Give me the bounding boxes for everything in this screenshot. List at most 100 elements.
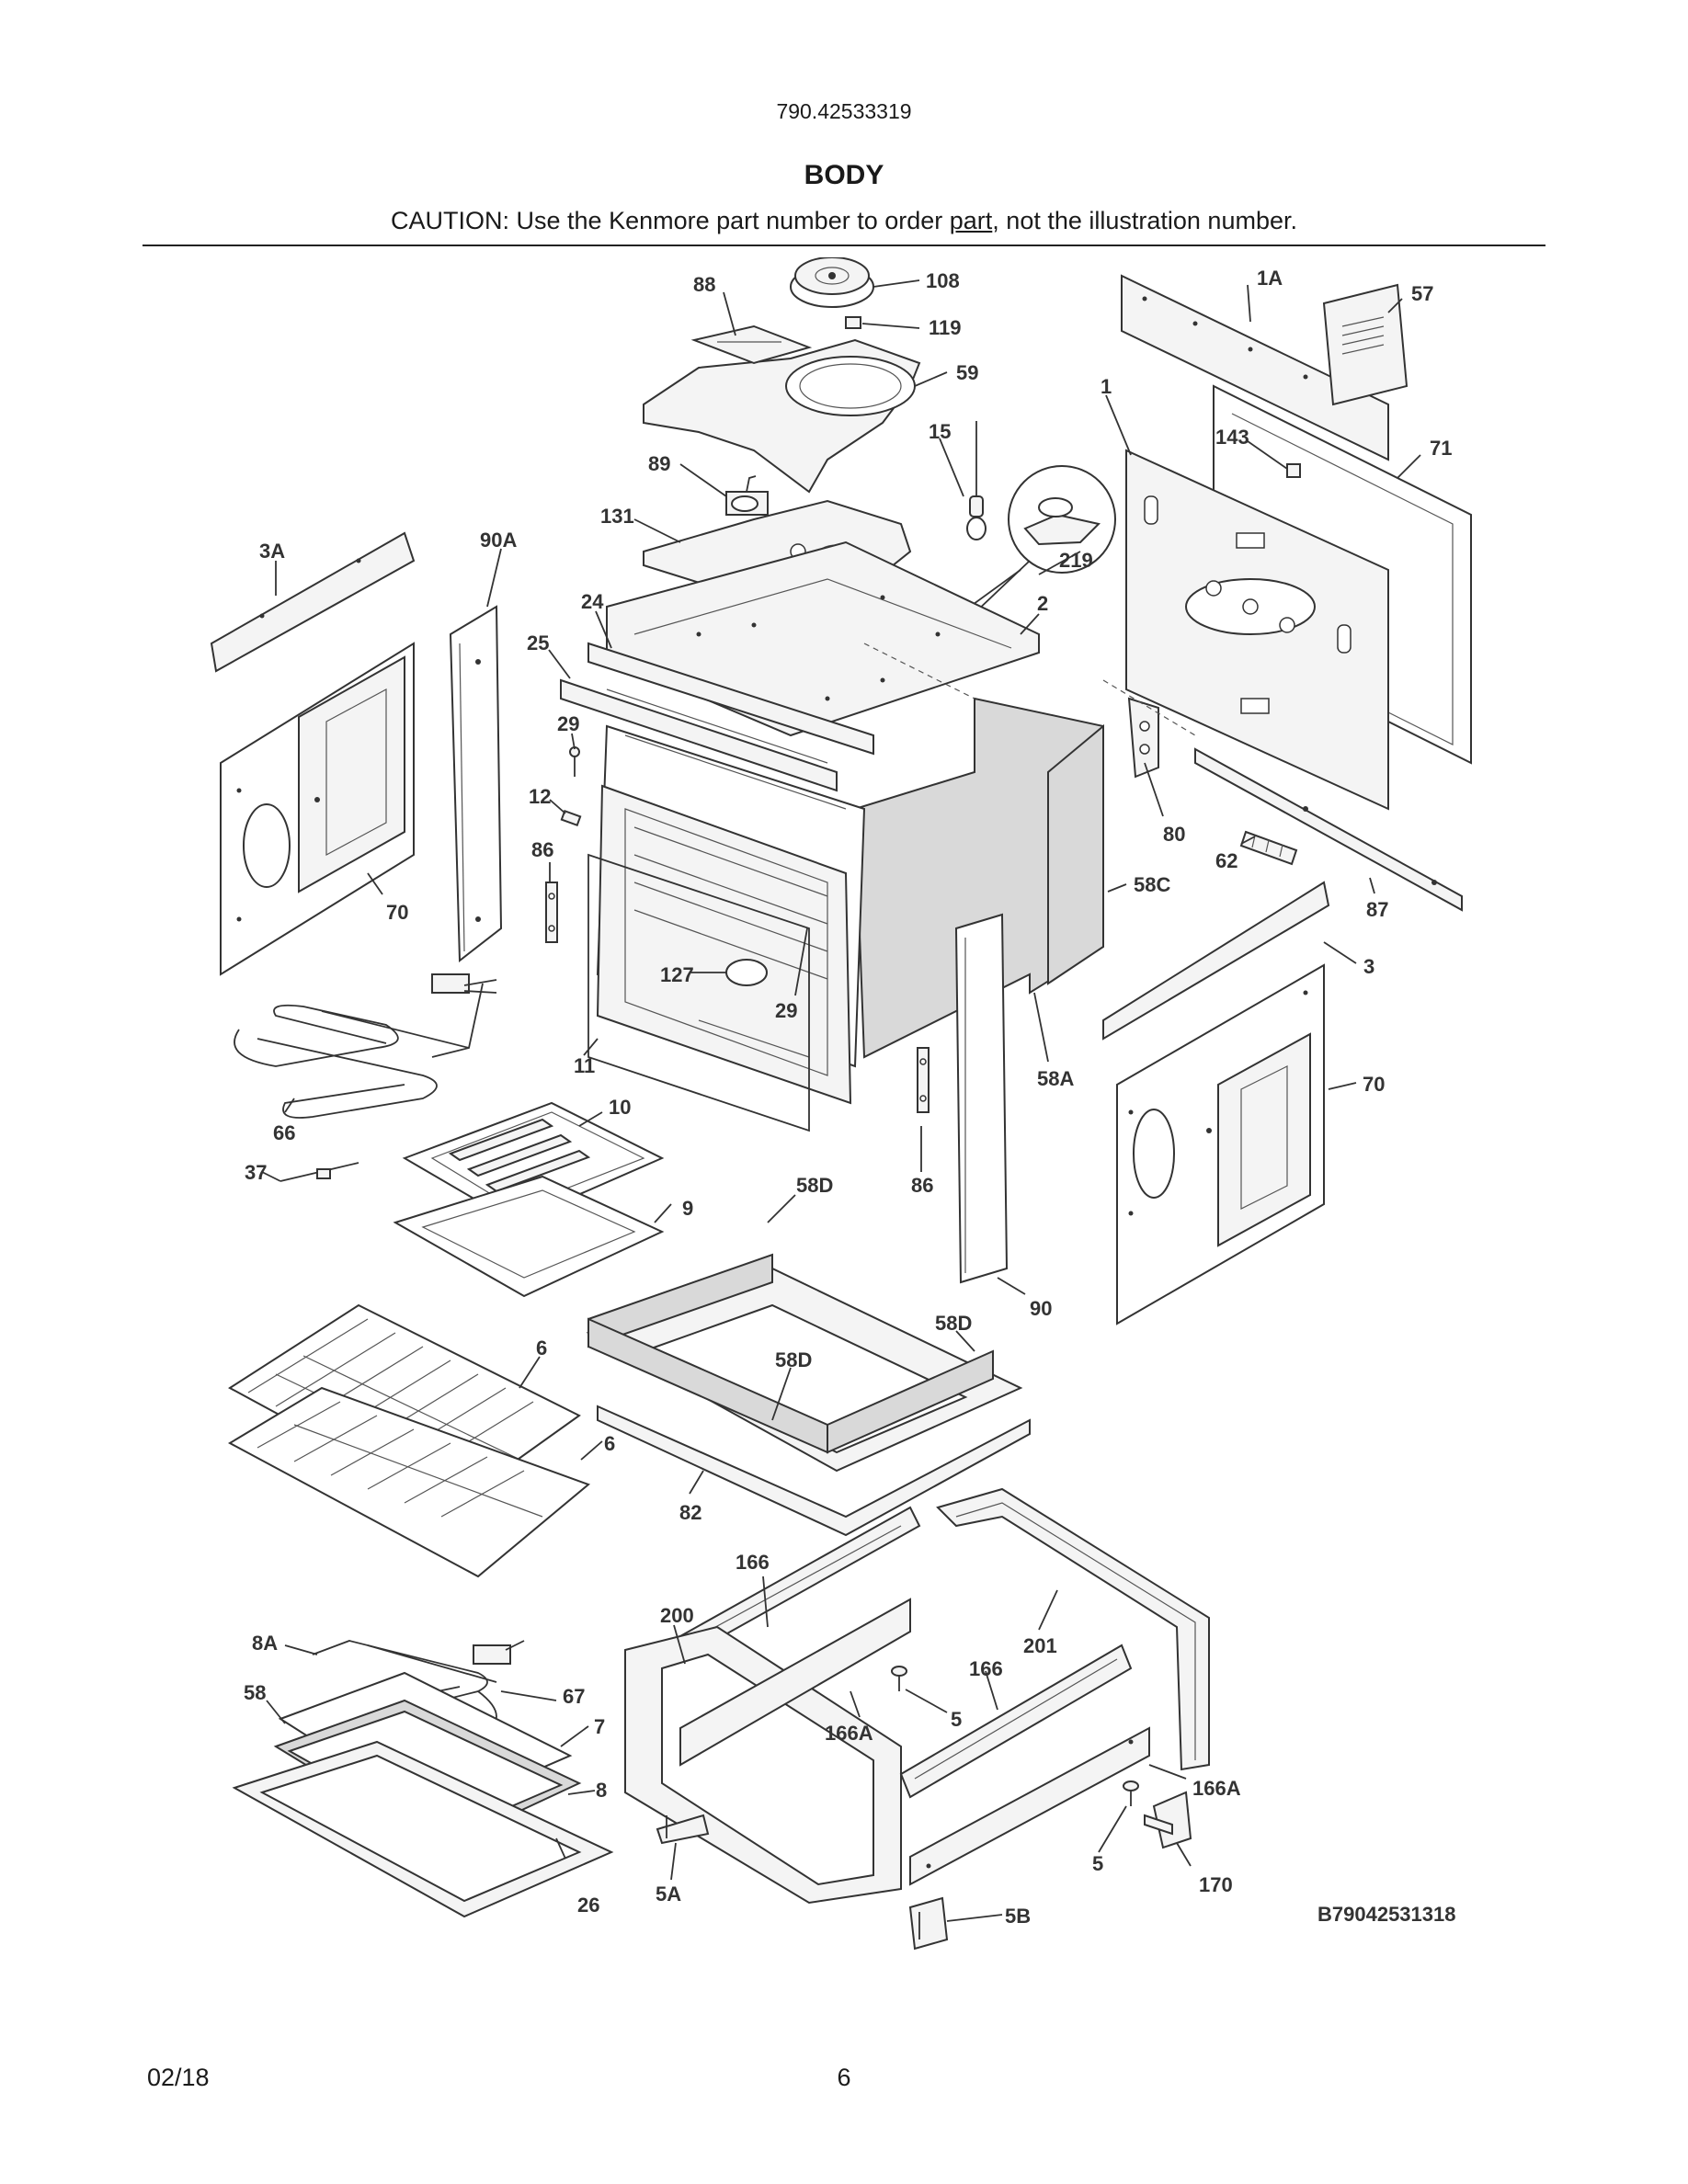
label-58d-center: 58D	[775, 1348, 812, 1371]
label-58a: 58A	[1037, 1067, 1074, 1090]
page-number: 6	[837, 2064, 851, 2091]
label-90: 90	[1030, 1297, 1052, 1320]
label-58d-right: 58D	[935, 1312, 972, 1335]
label-88: 88	[693, 273, 715, 296]
label-9: 9	[682, 1197, 693, 1220]
label-6-upper: 6	[536, 1337, 547, 1359]
broiler-pan-insert	[402, 1101, 665, 1224]
label-37: 37	[245, 1161, 267, 1184]
label-166a-right: 166A	[1192, 1777, 1241, 1800]
label-70-right: 70	[1363, 1073, 1385, 1096]
section-title: BODY	[804, 160, 884, 190]
label-67: 67	[563, 1685, 585, 1708]
label-25: 25	[527, 631, 549, 654]
front-trim-right	[954, 913, 1009, 1284]
broil-element	[234, 973, 497, 1119]
header-rule	[143, 245, 1545, 246]
label-3a: 3A	[259, 540, 285, 563]
label-58c: 58C	[1134, 873, 1170, 896]
base-frame-201	[936, 1487, 1210, 1771]
rear-panel-assembly	[1121, 274, 1472, 811]
label-219: 219	[1059, 549, 1093, 572]
label-70-left: 70	[386, 901, 408, 924]
rear-rail	[1194, 747, 1463, 912]
base-rail-166-right	[899, 1644, 1133, 1799]
label-5a: 5A	[656, 1883, 681, 1905]
bracket	[1127, 697, 1159, 779]
right-side-panel	[1102, 881, 1330, 1325]
insulation-strip-front	[587, 1253, 994, 1454]
thermostat	[725, 475, 769, 516]
label-12: 12	[529, 785, 551, 808]
label-2: 2	[1037, 592, 1048, 615]
label-82: 82	[679, 1501, 701, 1524]
label-5b: 5B	[1005, 1905, 1031, 1928]
label-66: 66	[273, 1121, 295, 1144]
oven-cavity	[596, 697, 1104, 1105]
label-166-right: 166	[969, 1657, 1003, 1680]
convection-fan-motor	[790, 257, 874, 329]
label-10: 10	[609, 1096, 631, 1119]
model-number: 790.42533319	[776, 99, 912, 123]
leveling-leg	[891, 1666, 907, 1691]
front-trim-left	[449, 605, 503, 963]
hinge-receiver-left	[545, 882, 558, 943]
vent-channel	[560, 642, 874, 792]
label-80: 80	[1163, 823, 1185, 846]
oven-sensor	[279, 1162, 359, 1182]
label-131: 131	[600, 505, 634, 528]
label-200: 200	[660, 1604, 694, 1627]
label-58d-top: 58D	[796, 1174, 833, 1197]
label-3: 3	[1363, 955, 1374, 978]
label-170: 170	[1199, 1873, 1233, 1896]
hinge-receiver-right	[917, 1047, 930, 1113]
label-87: 87	[1366, 898, 1388, 921]
base-frame-200	[624, 1598, 911, 1905]
cavity-sensor-clip	[560, 809, 582, 827]
caution-suffix: , not the illustration number.	[992, 207, 1297, 234]
label-166-top: 166	[736, 1551, 770, 1574]
door-gasket	[587, 853, 810, 1132]
caution-prefix: CAUTION: Use the Kenmore part number to …	[391, 207, 950, 234]
terminal-block	[1239, 830, 1298, 866]
part-labels: 108 88 119 59 1A 57 15 89 1 143 71 131 2…	[244, 267, 1452, 1928]
label-58: 58	[244, 1681, 266, 1704]
caution-note: CAUTION: Use the Kenmore part number to …	[0, 207, 1688, 235]
leader-lines	[261, 279, 1421, 1922]
label-5-lower: 5	[1092, 1852, 1103, 1875]
label-15: 15	[929, 420, 951, 443]
label-6-lower: 6	[604, 1432, 615, 1455]
exploded-parts-diagram: 108 88 119 59 1A 57 15 89 1 143 71 131 2…	[210, 257, 1472, 1951]
label-57: 57	[1411, 282, 1433, 305]
label-5-upper: 5	[951, 1708, 962, 1731]
label-86-right: 86	[911, 1174, 933, 1197]
foot-5b	[908, 1896, 949, 1951]
label-11: 11	[574, 1054, 595, 1077]
oven-rack-lower	[227, 1386, 590, 1578]
label-26: 26	[577, 1894, 599, 1917]
label-127: 127	[660, 963, 694, 986]
label-86-left: 86	[531, 838, 553, 861]
label-201: 201	[1023, 1634, 1057, 1657]
label-29-center: 29	[775, 999, 797, 1022]
oven-light	[966, 421, 987, 540]
label-8: 8	[596, 1779, 607, 1802]
label-62: 62	[1215, 849, 1237, 872]
label-7: 7	[594, 1715, 605, 1738]
label-89: 89	[648, 452, 670, 475]
diagram-reference-code: B79042531318	[1317, 1903, 1455, 1926]
label-1a: 1A	[1257, 267, 1283, 290]
anti-tip-bracket	[1144, 1791, 1192, 1849]
bottom-trim-tray	[232, 1740, 614, 1918]
base-rail-166a	[909, 1726, 1150, 1886]
side-insulation	[1047, 723, 1104, 985]
label-108: 108	[926, 269, 960, 292]
broiler-pan	[393, 1175, 665, 1298]
foot-5a	[656, 1814, 710, 1845]
revision-date: 02/18	[147, 2064, 210, 2091]
label-90a: 90A	[480, 529, 517, 552]
screw	[569, 746, 580, 777]
label-8a: 8A	[252, 1632, 278, 1655]
label-119: 119	[929, 316, 962, 339]
caution-link: part	[949, 207, 993, 234]
